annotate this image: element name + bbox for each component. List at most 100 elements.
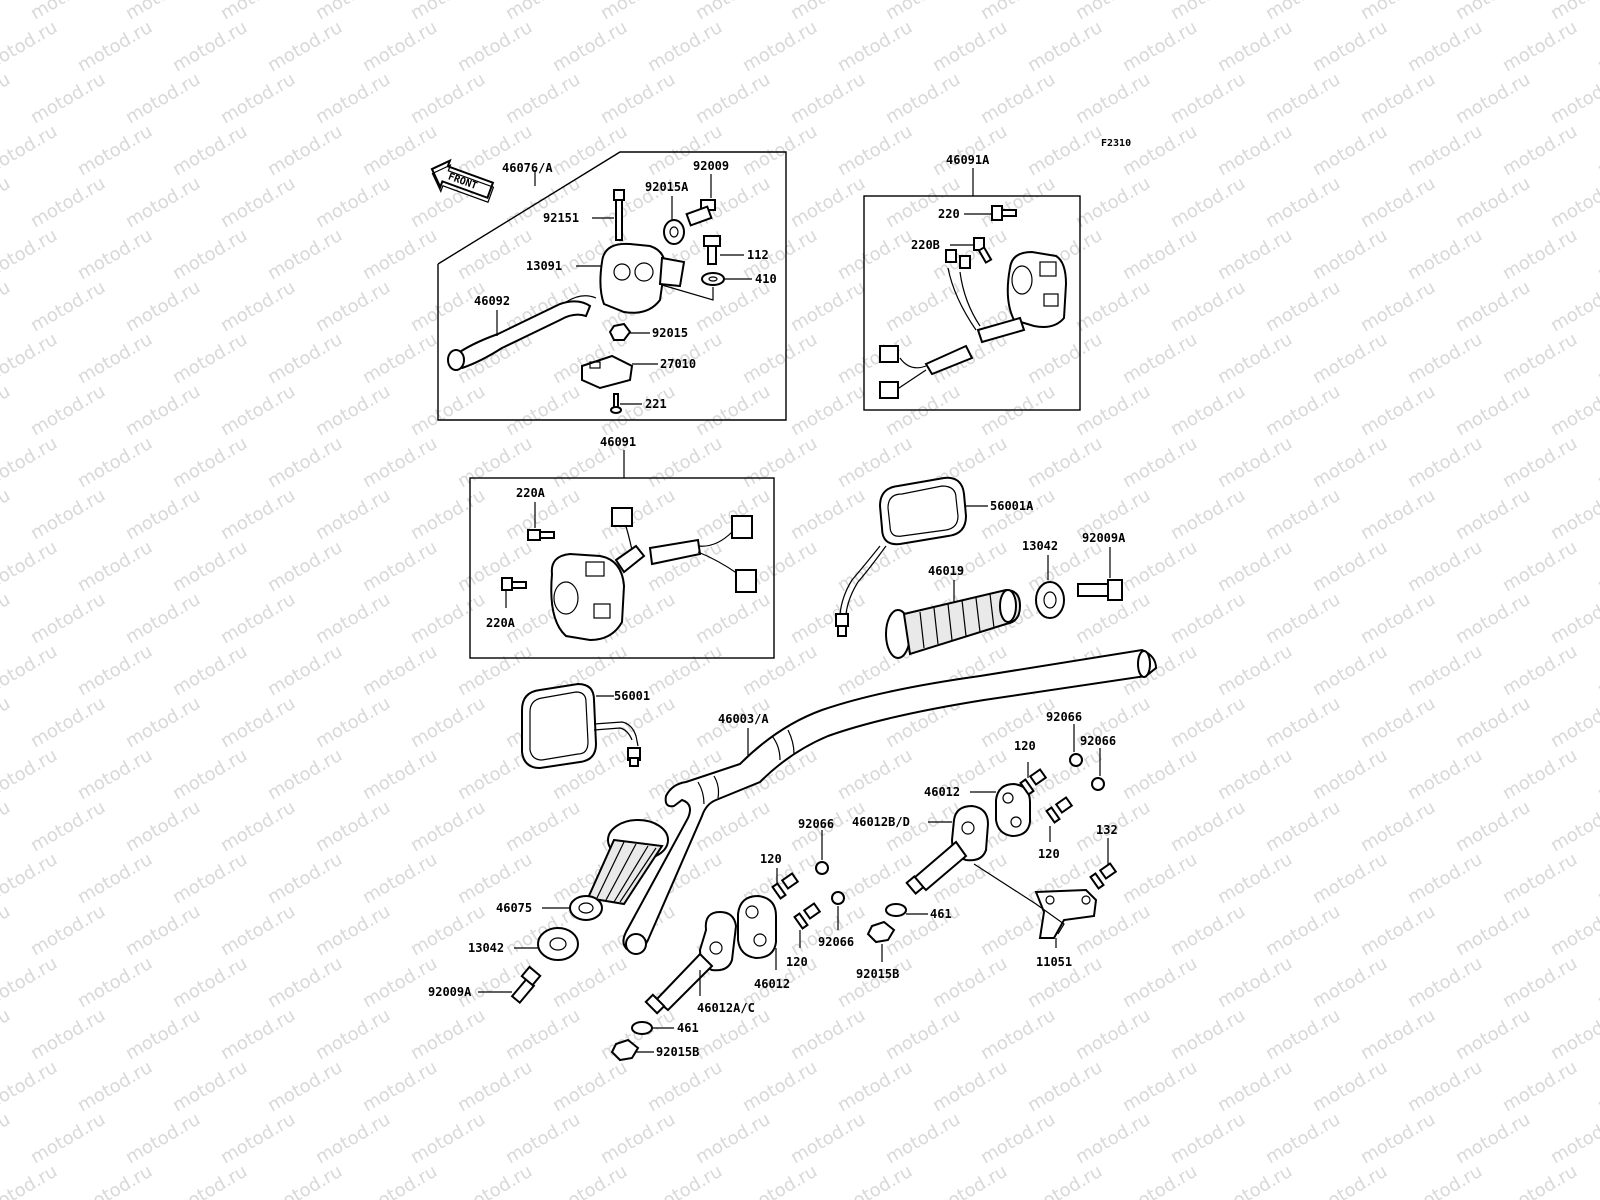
watermark-text: motod.ru: [882, 277, 964, 336]
watermark-text: motod.ru: [929, 17, 1011, 76]
watermark-text: motod.ru: [597, 69, 679, 128]
watermark-text: motod.ru: [169, 17, 251, 76]
watermark-text: motod.ru: [1214, 1161, 1296, 1200]
label-13091: 13091: [526, 259, 562, 273]
watermark-text: motod.ru: [359, 1161, 441, 1200]
label-46075: 46075: [496, 901, 532, 915]
watermark-text: motod.ru: [1547, 173, 1600, 232]
label-220A-bottom: 220A: [486, 616, 516, 630]
label-92015A: 92015A: [645, 180, 689, 194]
watermark-text: motod.ru: [1404, 849, 1486, 908]
watermark-text: motod.ru: [1214, 537, 1296, 596]
watermark-text: motod.ru: [74, 121, 156, 180]
bolt-92009A-right: [1077, 579, 1123, 601]
watermark-text: motod.ru: [217, 1005, 299, 1064]
watermark-text: motod.ru: [1309, 849, 1391, 908]
watermark-text: motod.ru: [1262, 69, 1344, 128]
watermark-text: motod.ru: [1167, 589, 1249, 648]
watermark-text: motod.ru: [834, 329, 916, 388]
watermark-text: motod.ru: [0, 433, 61, 492]
watermark-text: motod.ru: [169, 849, 251, 908]
watermark-text: motod.ru: [264, 329, 346, 388]
watermark-text: motod.ru: [312, 381, 394, 440]
watermark-text: motod.ru: [74, 1161, 156, 1200]
watermark-text: motod.ru: [1072, 69, 1154, 128]
watermark-text: motod.ru: [597, 1109, 679, 1168]
watermark-text: motod.ru: [1404, 537, 1486, 596]
watermark-text: motod.ru: [1309, 17, 1391, 76]
mirror-56001: [521, 682, 641, 770]
watermark-text: motod.ru: [74, 849, 156, 908]
watermark-text: motod.ru: [407, 69, 489, 128]
watermark-text: motod.ru: [1167, 1005, 1249, 1064]
riser-46012AC: [644, 910, 738, 1015]
watermark-text: motod.ru: [312, 173, 394, 232]
screw-220A-top: [527, 529, 555, 541]
label-92066-mid-lower: 92066: [818, 935, 854, 949]
screw-220B: [973, 237, 993, 264]
watermark-text: motod.ru: [0, 1005, 14, 1064]
lever-assembly-group: 46076/A 92009 92015A 92151 112: [437, 151, 787, 421]
watermark-text: motod.ru: [27, 1109, 109, 1168]
watermark-text: motod.ru: [597, 485, 679, 544]
watermark-text: motod.ru: [0, 745, 61, 804]
watermark-text: motod.ru: [1547, 277, 1600, 336]
watermark-text: motod.ru: [739, 329, 821, 388]
watermark-text: motod.ru: [644, 641, 726, 700]
watermark-text: motod.ru: [1309, 745, 1391, 804]
watermark-text: motod.ru: [1499, 225, 1581, 284]
watermark-text: motod.ru: [1357, 901, 1439, 960]
watermark-text: motod.ru: [1452, 589, 1534, 648]
label-92066-right-a: 92066: [1046, 710, 1082, 724]
clamp-46012-right: [995, 782, 1031, 838]
label-92066-mid-upper: 92066: [798, 817, 834, 831]
watermark-text: motod.ru: [0, 1161, 61, 1200]
watermark-text: motod.ru: [549, 1161, 631, 1200]
bracket-11051: [973, 863, 1098, 939]
riser-46012BD: [905, 804, 990, 895]
watermark-text: motod.ru: [0, 589, 14, 648]
watermark-text: motod.ru: [217, 797, 299, 856]
watermark-text: motod.ru: [1547, 693, 1600, 752]
watermark-text: motod.ru: [1357, 693, 1439, 752]
watermark-text: motod.ru: [0, 641, 61, 700]
watermark-text: motod.ru: [1262, 693, 1344, 752]
watermark-text: motod.ru: [1452, 485, 1534, 544]
watermark-text: motod.ru: [502, 797, 584, 856]
watermark-text: motod.ru: [312, 1109, 394, 1168]
watermark-text: motod.ru: [1167, 485, 1249, 544]
watermark-text: motod.ru: [217, 277, 299, 336]
watermark-text: motod.ru: [1357, 173, 1439, 232]
right-switch-group: 46091A 220 220B: [863, 153, 1081, 411]
label-120-right-lower: 120: [1038, 847, 1060, 861]
label-27010: 27010: [660, 357, 696, 371]
watermark-text: motod.ru: [644, 1057, 726, 1116]
watermark-text: motod.ru: [1262, 1005, 1344, 1064]
watermark-text: motod.ru: [1499, 849, 1581, 908]
watermark-text: motod.ru: [1119, 745, 1201, 804]
watermark-text: motod.ru: [1309, 121, 1391, 180]
watermark-text: motod.ru: [27, 1005, 109, 1064]
watermark-text: motod.ru: [217, 173, 299, 232]
label-92009A-left: 92009A: [428, 985, 472, 999]
watermark-text: motod.ru: [454, 849, 536, 908]
watermark-text: motod.ru: [1024, 329, 1106, 388]
watermark-text: motod.ru: [264, 1057, 346, 1116]
watermark-text: motod.ru: [739, 17, 821, 76]
bolt-120-right-lower: [1045, 796, 1074, 824]
nut-92015B-left: [610, 1038, 640, 1062]
watermark-text: motod.ru: [1594, 329, 1600, 388]
watermark-text: motod.ru: [169, 953, 251, 1012]
watermark-text: motod.ru: [1167, 173, 1249, 232]
watermark-text: motod.ru: [1452, 69, 1534, 128]
watermark-text: motod.ru: [1404, 1161, 1486, 1200]
watermark-text: motod.ru: [1024, 1161, 1106, 1200]
label-46092: 46092: [474, 294, 510, 308]
watermark-text: motod.ru: [1547, 589, 1600, 648]
watermark-text: motod.ru: [122, 69, 204, 128]
watermark-text: motod.ru: [1024, 433, 1106, 492]
watermark-text: motod.ru: [454, 17, 536, 76]
watermark-text: motod.ru: [1072, 277, 1154, 336]
watermark-text: motod.ru: [1547, 0, 1600, 24]
watermark-text: motod.ru: [1404, 953, 1486, 1012]
